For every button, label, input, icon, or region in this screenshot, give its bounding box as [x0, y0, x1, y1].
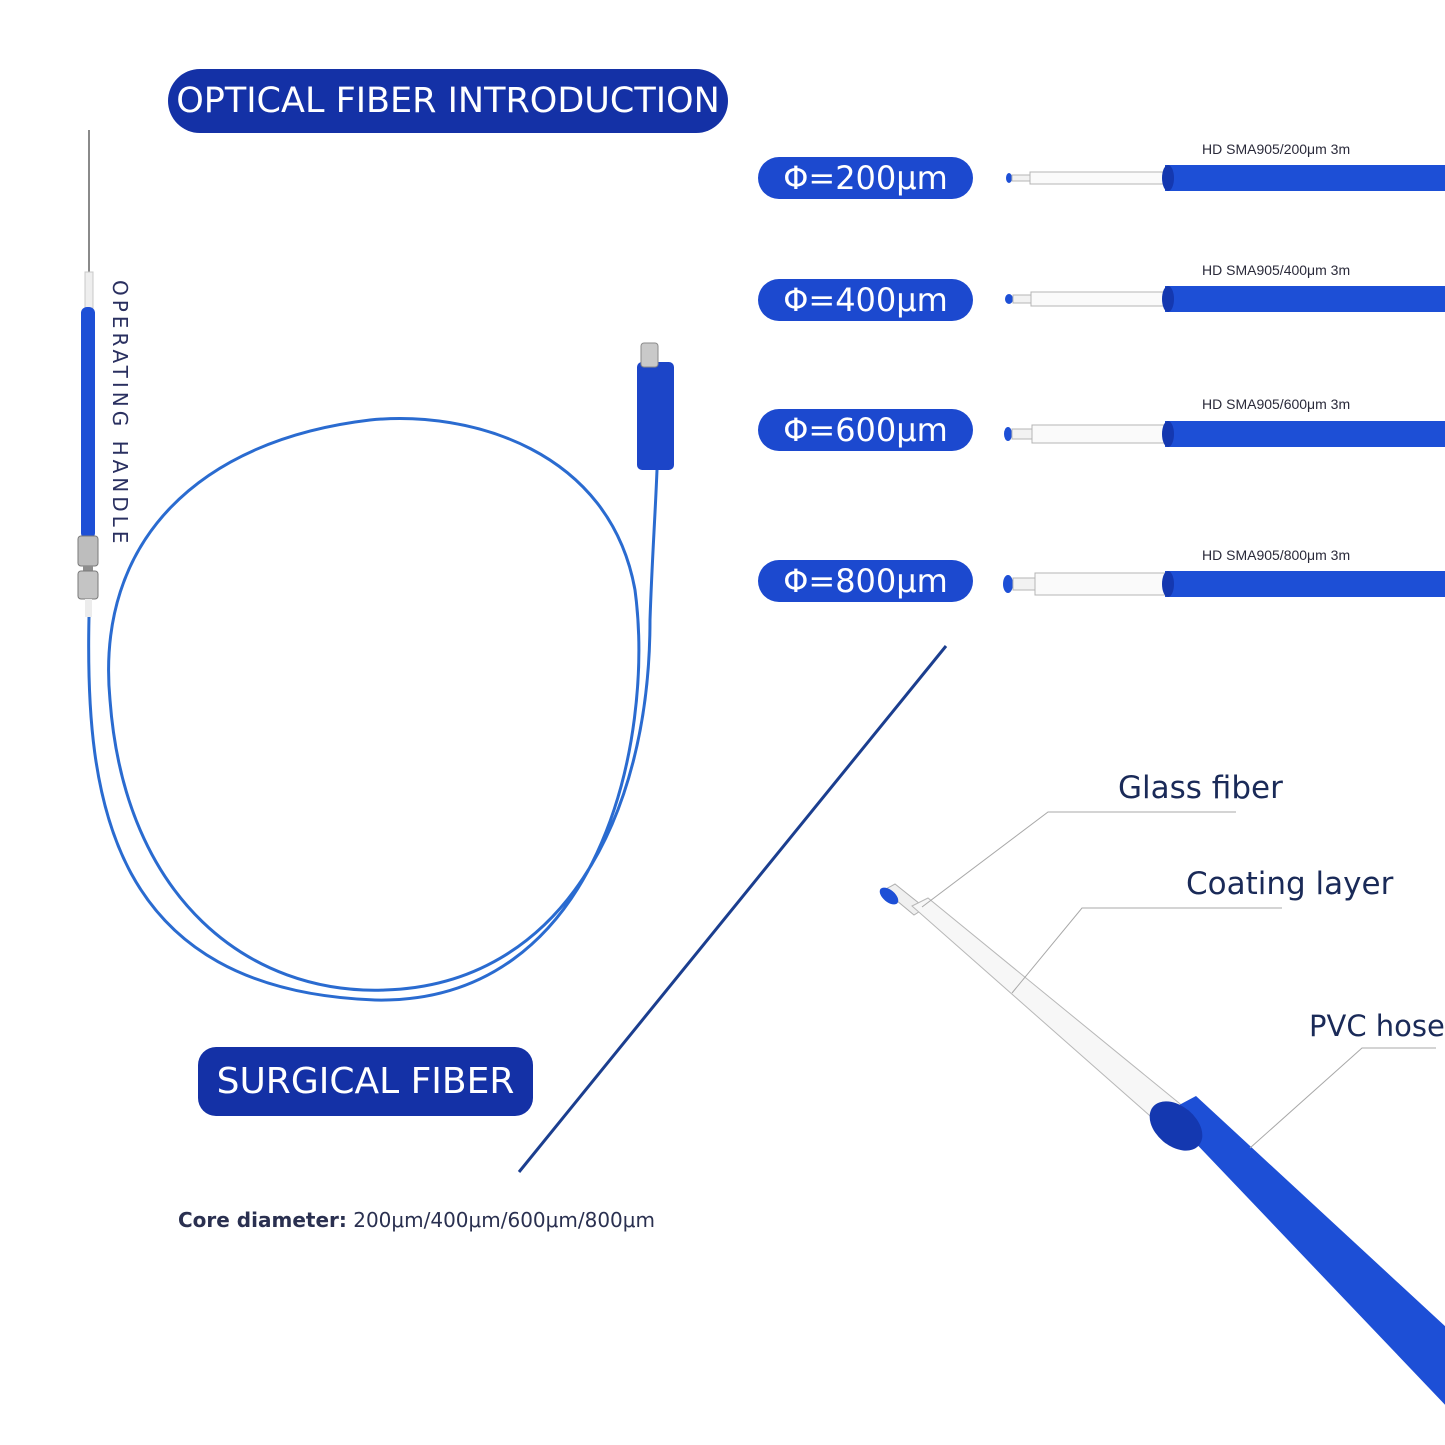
- core-diameter-label: Core diameter:: [178, 1208, 347, 1232]
- needle-sleeve: [84, 271, 94, 309]
- callout-glass-fiber: Glass fiber: [1118, 770, 1283, 806]
- diameter-badge-600: Φ=600μm: [758, 409, 973, 451]
- divider-line: [517, 645, 948, 1173]
- core-diameter-text: Core diameter: 200μm/400μm/600μm/800μm: [178, 1208, 655, 1232]
- sma-connector-tip: [640, 342, 659, 368]
- fiber-row-800: [1003, 571, 1445, 597]
- diameter-badge-400: Φ=400μm: [758, 279, 973, 321]
- diameter-badge-200: Φ=200μm: [758, 157, 973, 199]
- callout-pvc-hose: PVC hose: [1309, 1009, 1445, 1043]
- fiber-model-label-200: HD SMA905/200μm 3m: [1202, 141, 1351, 157]
- diameter-badge-800: Φ=800μm: [758, 560, 973, 602]
- core-diameter-value: 200μm/400μm/600μm/800μm: [353, 1208, 655, 1232]
- fiber-row-400: [1005, 286, 1445, 312]
- fiber-model-label-600: HD SMA905/600μm 3m: [1202, 396, 1351, 412]
- fiber-row-200: [1006, 165, 1445, 191]
- handle-connector-neck: [83, 566, 93, 572]
- handle-connector-1: [77, 535, 99, 567]
- page-title: OPTICAL FIBER INTRODUCTION: [168, 69, 728, 133]
- fiber-model-label-400: HD SMA905/400μm 3m: [1202, 262, 1351, 278]
- operating-handle-label: OPERATING HANDLE: [108, 280, 132, 548]
- coiled-cable: [87, 417, 659, 1002]
- fiber-row-600: [1004, 421, 1445, 447]
- fiber-model-label-800: HD SMA905/800μm 3m: [1202, 547, 1351, 563]
- fiber-detail: [879, 883, 1445, 1405]
- callout-line-coating: [1011, 907, 1282, 994]
- handle-ferrule: [85, 599, 92, 617]
- handle-connector-2: [77, 570, 99, 600]
- callout-line-glass: [921, 811, 1236, 908]
- sma-connector-body: [637, 362, 674, 470]
- operating-handle: [81, 307, 95, 539]
- product-label: SURGICAL FIBER: [198, 1047, 533, 1116]
- callout-coating-layer: Coating layer: [1186, 866, 1394, 902]
- callout-line-pvc: [1249, 1047, 1436, 1149]
